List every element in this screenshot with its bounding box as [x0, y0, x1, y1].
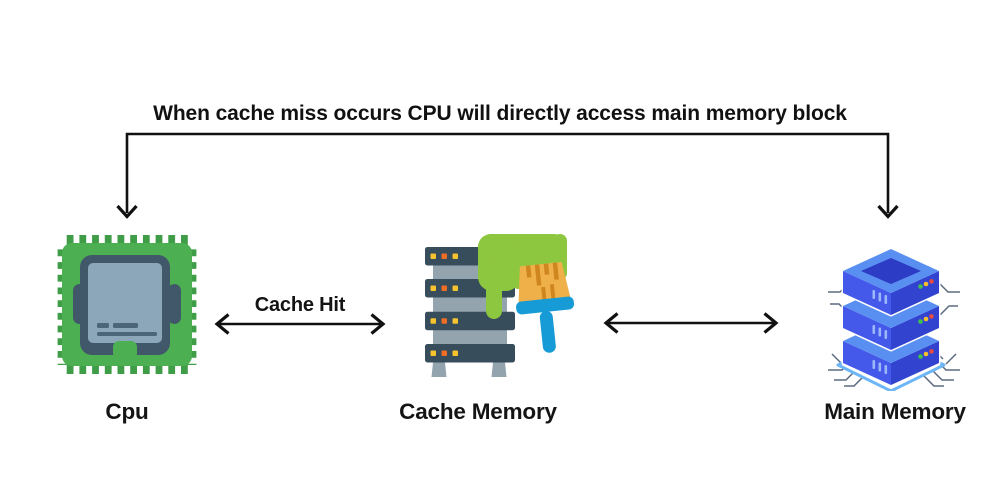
server-left-leg — [431, 362, 447, 377]
cpu-label: Cpu — [105, 399, 149, 424]
main-memory-label: Main Memory — [824, 399, 966, 424]
left-arrowhead-icon — [214, 313, 230, 335]
chip-notch — [113, 341, 137, 359]
down-arrowhead-icon — [116, 204, 138, 219]
right-arrowhead-icon — [370, 313, 386, 335]
right-arrowhead-icon — [763, 312, 779, 334]
left-arrowhead-icon — [603, 312, 619, 334]
cache-miss-bracket-arrow — [116, 132, 899, 219]
paint-brush-icon — [516, 262, 575, 353]
paint-blob — [478, 234, 567, 319]
cache-hit-label: Cache Hit — [254, 294, 346, 316]
cache-memory-icon — [425, 234, 575, 377]
cpu-icon — [57, 235, 197, 374]
server-right-leg — [491, 362, 507, 377]
main-memory-icon — [828, 247, 960, 391]
cache-memory-label: Cache Memory — [399, 399, 557, 424]
server-slab-top — [841, 247, 941, 317]
paint-drip — [486, 260, 502, 319]
cache-main-arrow — [603, 312, 779, 334]
chip-right-ear — [168, 284, 181, 324]
chip-screen — [88, 263, 162, 343]
cache-hit-arrow — [214, 313, 386, 335]
slab-top-inset — [861, 258, 921, 284]
server-led-dots — [430, 253, 458, 356]
chip-screen-lines — [97, 323, 157, 336]
brush-stripes — [525, 262, 559, 301]
down-arrowhead-icon — [877, 204, 899, 219]
brush-ferrule — [516, 296, 575, 315]
brush-handle — [539, 310, 556, 353]
cache-miss-title: When cache miss occurs CPU will directly… — [153, 102, 847, 125]
